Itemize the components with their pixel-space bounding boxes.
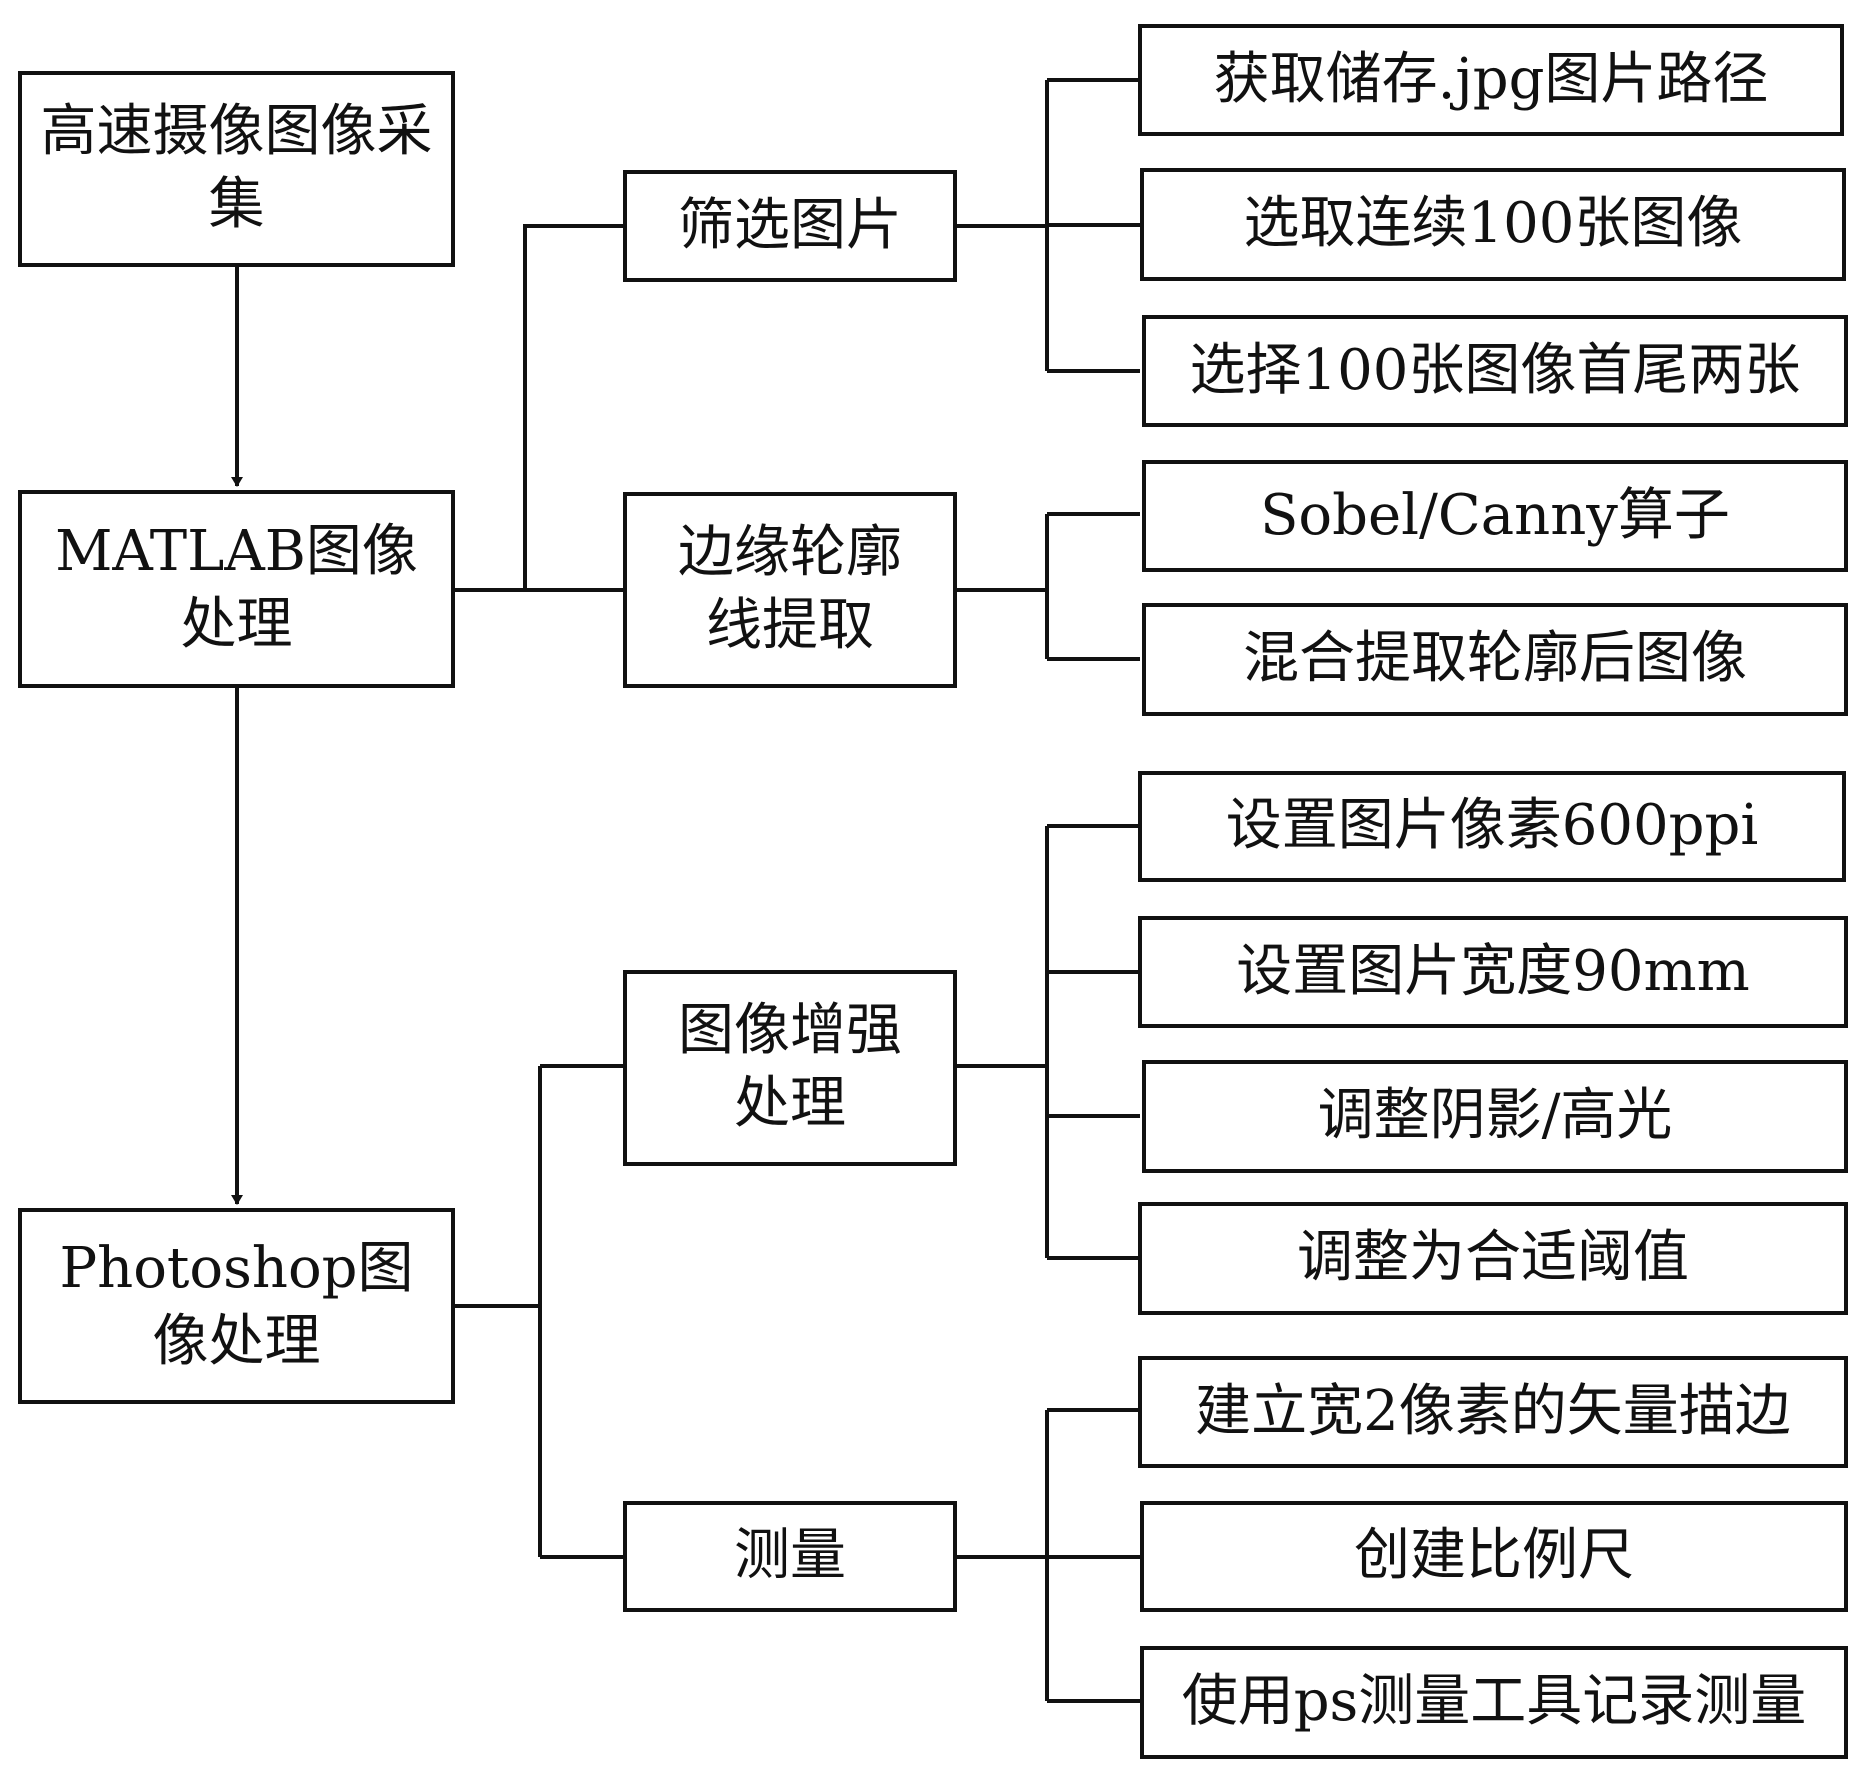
enhance-connector (957, 824, 1140, 1260)
leaf-node: 设置图片像素600ppi (1138, 771, 1846, 882)
node-edge: 边缘轮廓线提取 (623, 492, 957, 688)
matlab-connector (455, 224, 623, 592)
measure-connector (957, 1408, 1140, 1703)
filter-connector (957, 78, 1140, 373)
node-matlab: MATLAB图像处理 (18, 490, 455, 688)
node-photoshop: Photoshop图像处理 (18, 1208, 455, 1404)
leaf-node: 设置图片宽度90mm (1138, 916, 1848, 1028)
leaf-node: 使用ps测量工具记录测量 (1140, 1646, 1848, 1759)
leaf-node: Sobel/Canny算子 (1142, 460, 1848, 572)
leaf-node: 获取储存.jpg图片路径 (1138, 24, 1844, 136)
photoshop-connector (455, 1064, 623, 1559)
leaf-node: 调整阴影/高光 (1142, 1060, 1848, 1173)
leaf-node: 混合提取轮廓后图像 (1142, 603, 1848, 716)
node-enhance: 图像增强处理 (623, 970, 957, 1166)
leaf-node: 调整为合适阈值 (1138, 1202, 1848, 1315)
node-measure: 测量 (623, 1501, 957, 1612)
leaf-node: 创建比例尺 (1140, 1501, 1848, 1612)
node-acquire: 高速摄像图像采集 (18, 71, 455, 267)
leaf-node: 选择100张图像首尾两张 (1142, 315, 1848, 427)
leaf-node: 选取连续100张图像 (1140, 168, 1846, 281)
edge-connector (957, 512, 1140, 661)
node-filter: 筛选图片 (623, 170, 957, 282)
leaf-node: 建立宽2像素的矢量描边 (1138, 1356, 1848, 1468)
